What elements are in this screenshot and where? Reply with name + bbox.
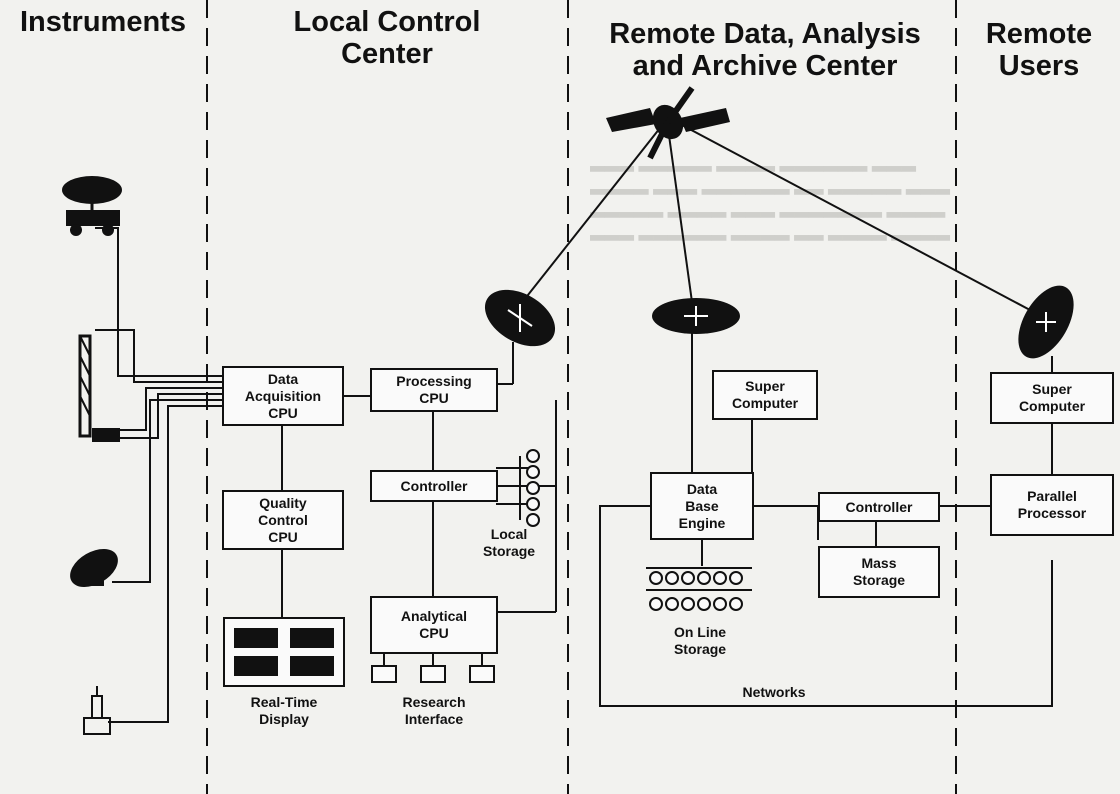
data-acquisition-cpu: Data Acquisition CPU	[222, 366, 344, 426]
local-storage-label: Local Storage	[482, 526, 536, 559]
sensor-icon	[83, 686, 111, 735]
remote-dish-icon	[652, 298, 740, 334]
data-base-engine: Data Base Engine	[650, 472, 754, 540]
background-text-right: ▂▂▂ ▂▂▂▂▂ ▂▂▂▂ ▂▂▂▂▂▂ ▂▂▂ ▂▂▂▂ ▂▂▂ ▂▂▂▂▂…	[590, 151, 950, 241]
local-storage-disks	[526, 449, 540, 527]
remote-super-computer: Super Computer	[712, 370, 818, 420]
header-remote-users: Remote Users	[985, 18, 1093, 82]
header-instruments: Instruments	[20, 6, 186, 38]
analytical-cpu: Analytical CPU	[370, 596, 498, 654]
header-remote-center: Remote Data, Analysis and Archive Center	[609, 18, 921, 82]
research-interface-label: Research Interface	[402, 694, 466, 727]
tower-icon	[78, 334, 120, 442]
research-terminals	[371, 665, 495, 683]
mass-storage: Mass Storage	[818, 546, 940, 598]
local-dish-icon	[484, 289, 556, 347]
online-storage-disks	[649, 571, 743, 611]
online-storage-label: On Line Storage	[673, 624, 727, 657]
remote-controller: Controller	[818, 492, 940, 522]
real-time-display-label: Real-Time Display	[250, 694, 318, 727]
header-local-control-center: Local Control Center	[293, 6, 481, 70]
processing-cpu: Processing CPU	[370, 368, 498, 412]
real-time-display-icon	[223, 617, 345, 687]
users-super-computer: Super Computer	[990, 372, 1114, 424]
truck-dish-icon	[62, 176, 122, 236]
quality-control-cpu: Quality Control CPU	[222, 490, 344, 550]
ground-dish-icon	[70, 549, 118, 587]
satellite-icon	[606, 86, 730, 160]
users-dish-icon	[1018, 285, 1074, 359]
networks-label: Networks	[742, 684, 806, 700]
parallel-processor: Parallel Processor	[990, 474, 1114, 536]
local-controller: Controller	[370, 470, 498, 502]
